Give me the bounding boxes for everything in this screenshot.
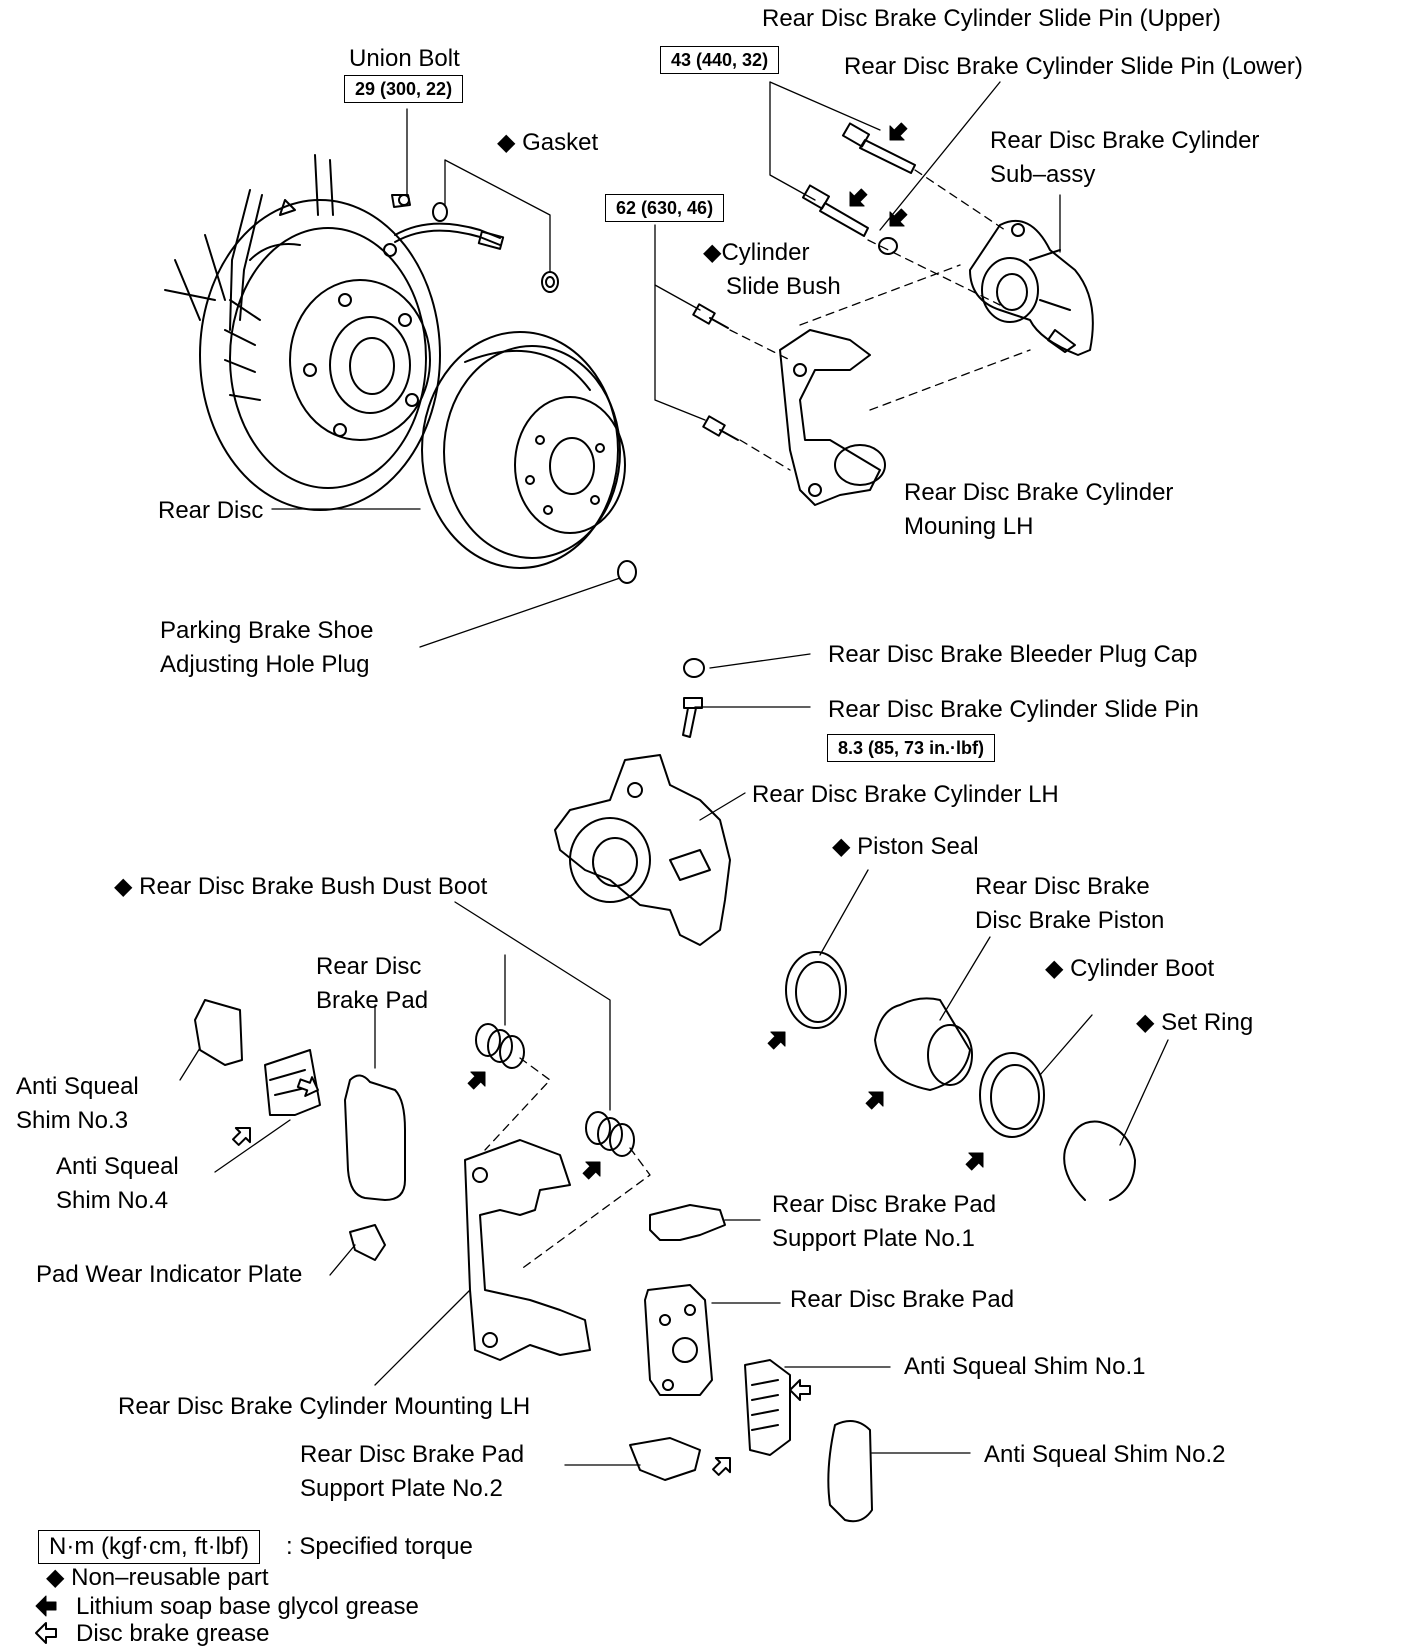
legend-lithium-grease: Lithium soap base glycol grease <box>76 1593 419 1620</box>
dust-boots <box>475 1023 635 1157</box>
torque-slide-pin-mid: 8.3 (85, 73 in.·lbf) <box>827 734 996 762</box>
dashed-assembly-lines <box>484 169 1031 1271</box>
backing-plate-assembly <box>164 154 559 511</box>
label-shim3-2: Shim No.3 <box>16 1107 129 1134</box>
label-gasket: ◆ Gasket <box>497 129 599 156</box>
left-pad-parts <box>194 999 406 1261</box>
label-set-ring: ◆ Set Ring <box>1136 1009 1254 1036</box>
label-piston-1: Rear Disc Brake <box>975 873 1150 900</box>
label-cylinder-lh: Rear Disc Brake Cylinder LH <box>752 781 1059 808</box>
label-shim3-1: Anti Squeal <box>16 1073 139 1100</box>
legend-torque-desc: : Specified torque <box>286 1533 473 1560</box>
label-support-plate2-2: Support Plate No.2 <box>300 1475 503 1502</box>
label-wear-plate: Pad Wear Indicator Plate <box>36 1261 303 1288</box>
mounting-bottom <box>464 1139 591 1361</box>
label-slide-pin-mid: Rear Disc Brake Cylinder Slide Pin <box>828 696 1199 723</box>
label-cylinder-slide-bush-1: ◆Cylinder <box>703 239 810 266</box>
label-shim4-1: Anti Squeal <box>56 1153 179 1180</box>
cylinder-subassy <box>969 220 1094 356</box>
label-slide-pin-upper: Rear Disc Brake Cylinder Slide Pin (Uppe… <box>762 5 1221 32</box>
label-shim2: Anti Squeal Shim No.2 <box>984 1441 1226 1468</box>
label-union-bolt: Union Bolt <box>349 45 460 72</box>
label-support-plate1-1: Rear Disc Brake Pad <box>772 1191 997 1218</box>
mounting-top <box>692 303 886 506</box>
label-shim4-2: Shim No.4 <box>56 1187 169 1214</box>
legend-torque-box: N·m (kgf·cm, ft·lbf) <box>38 1530 260 1564</box>
torque-union-bolt: 29 (300, 22) <box>344 75 464 103</box>
label-piston-seal: ◆ Piston Seal <box>832 833 979 860</box>
rear-disc-rotor <box>421 331 637 584</box>
label-parking-plug-2: Adjusting Hole Plug <box>160 651 370 678</box>
label-brake-pad-left-1: Rear Disc <box>316 953 422 980</box>
label-mounting-lh-top-2: Mouning LH <box>904 513 1034 540</box>
label-cylinder-subassy-2: Sub–assy <box>990 161 1096 188</box>
label-cylinder-slide-bush-2: Slide Bush <box>726 273 841 300</box>
label-cylinder-boot: ◆ Cylinder Boot <box>1045 955 1215 982</box>
label-mounting-lh-top-1: Rear Disc Brake Cylinder <box>904 479 1174 506</box>
torque-slide-pins: 43 (440, 32) <box>660 46 780 74</box>
right-pad-parts <box>629 1204 873 1523</box>
label-bleeder-cap: Rear Disc Brake Bleeder Plug Cap <box>828 641 1198 668</box>
label-support-plate1-2: Support Plate No.1 <box>772 1225 975 1252</box>
slide-pins <box>801 122 916 255</box>
label-cylinder-subassy-1: Rear Disc Brake Cylinder <box>990 127 1260 154</box>
label-brake-pad-right: Rear Disc Brake Pad <box>790 1286 1015 1313</box>
legend-disc-grease: Disc brake grease <box>76 1620 270 1647</box>
label-slide-pin-lower: Rear Disc Brake Cylinder Slide Pin (Lowe… <box>844 53 1303 80</box>
label-bush-dust-boot: ◆ Rear Disc Brake Bush Dust Boot <box>114 873 488 900</box>
label-shim1: Anti Squeal Shim No.1 <box>904 1353 1146 1380</box>
label-brake-pad-left-2: Brake Pad <box>316 987 429 1014</box>
torque-mounting-bolts: 62 (630, 46) <box>605 194 725 222</box>
label-parking-plug-1: Parking Brake Shoe <box>160 617 374 644</box>
label-support-plate2-1: Rear Disc Brake Pad <box>300 1441 525 1468</box>
leader-lines <box>179 81 1169 1466</box>
legend-non-reusable: ◆ Non–reusable part <box>46 1564 269 1591</box>
label-rear-disc: Rear Disc <box>158 497 264 524</box>
bleeder-parts <box>682 658 705 738</box>
cylinder-lh <box>554 754 731 946</box>
legend-arrow-icons <box>35 1595 57 1644</box>
label-mounting-lh-bottom: Rear Disc Brake Cylinder Mounting LH <box>118 1393 531 1420</box>
piston-parts <box>785 951 1136 1201</box>
label-piston-2: Disc Brake Piston <box>975 907 1165 934</box>
